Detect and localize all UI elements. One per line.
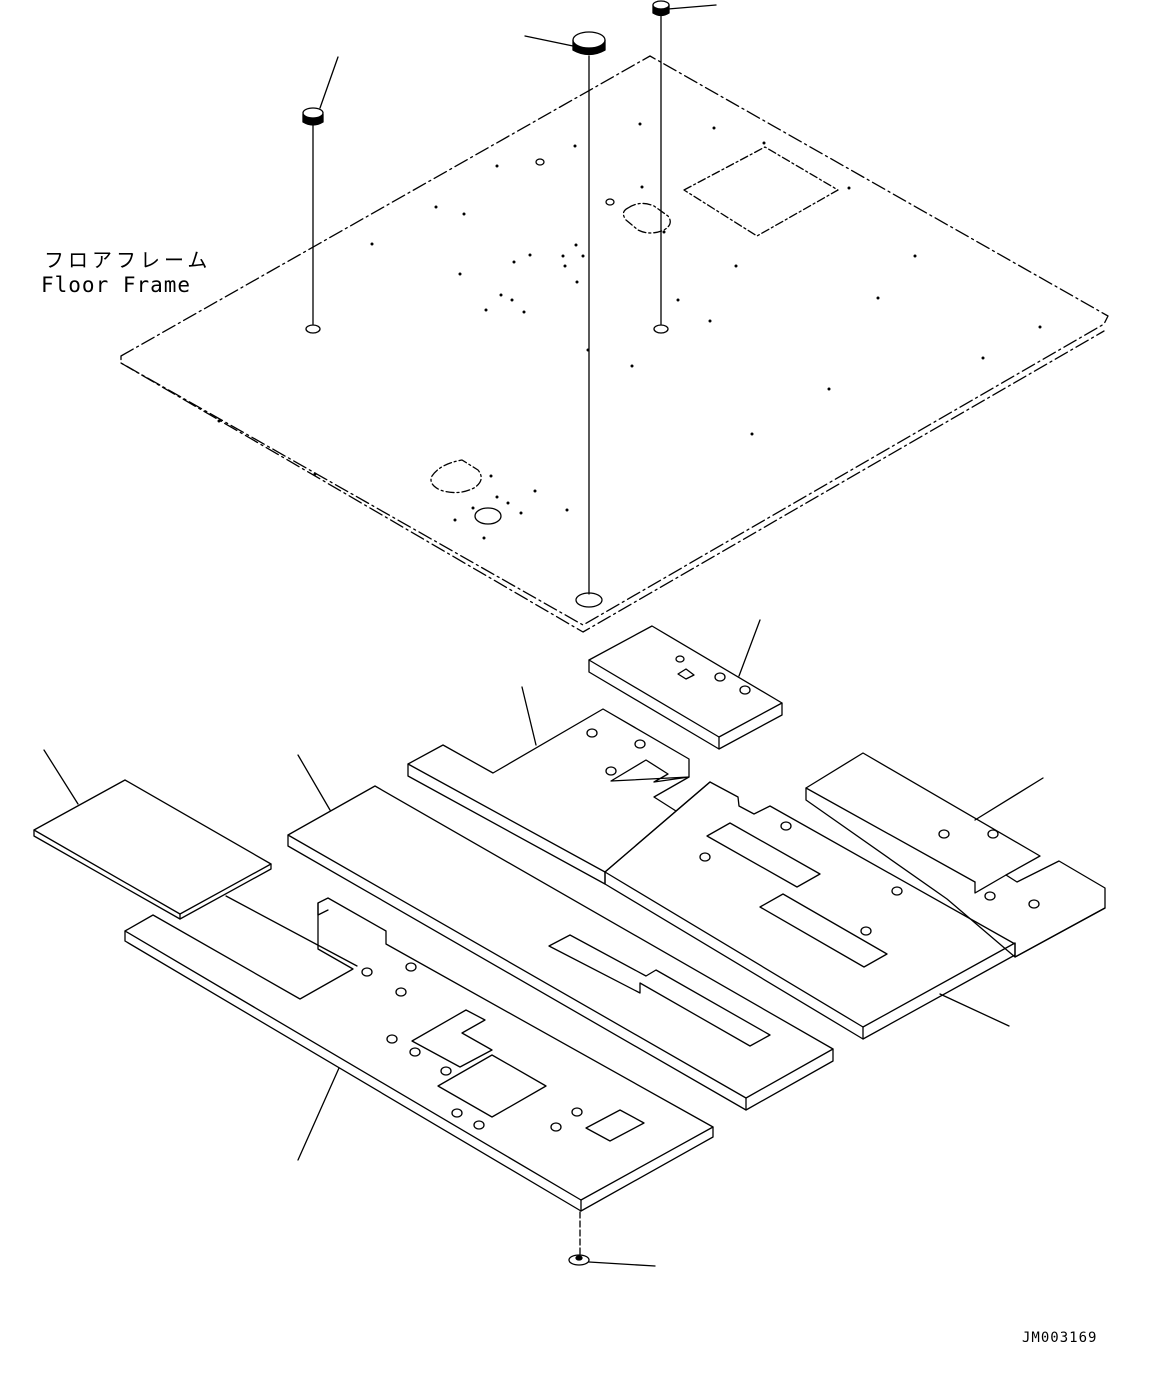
mat-left-long — [125, 898, 713, 1256]
mat-middle-long — [288, 755, 833, 1110]
mat-right-big — [605, 782, 1015, 1039]
part-name-jp: フロアフレーム — [44, 248, 212, 272]
bolt-bottom — [569, 1255, 655, 1266]
thin-sheet — [34, 750, 357, 966]
mat-piece-top — [589, 620, 782, 749]
mat-right-strip — [806, 753, 1105, 957]
plug-left — [303, 57, 338, 324]
frame-small-holes — [217, 122, 1042, 540]
part-name-en: Floor Frame — [41, 273, 192, 297]
frame-cutouts — [431, 147, 838, 493]
drawing-code: JM003169 — [1022, 1330, 1098, 1346]
floor-frame-plate — [121, 56, 1108, 632]
plug-right — [653, 1, 716, 324]
frame-holes — [306, 159, 668, 607]
plug-center — [525, 32, 605, 594]
